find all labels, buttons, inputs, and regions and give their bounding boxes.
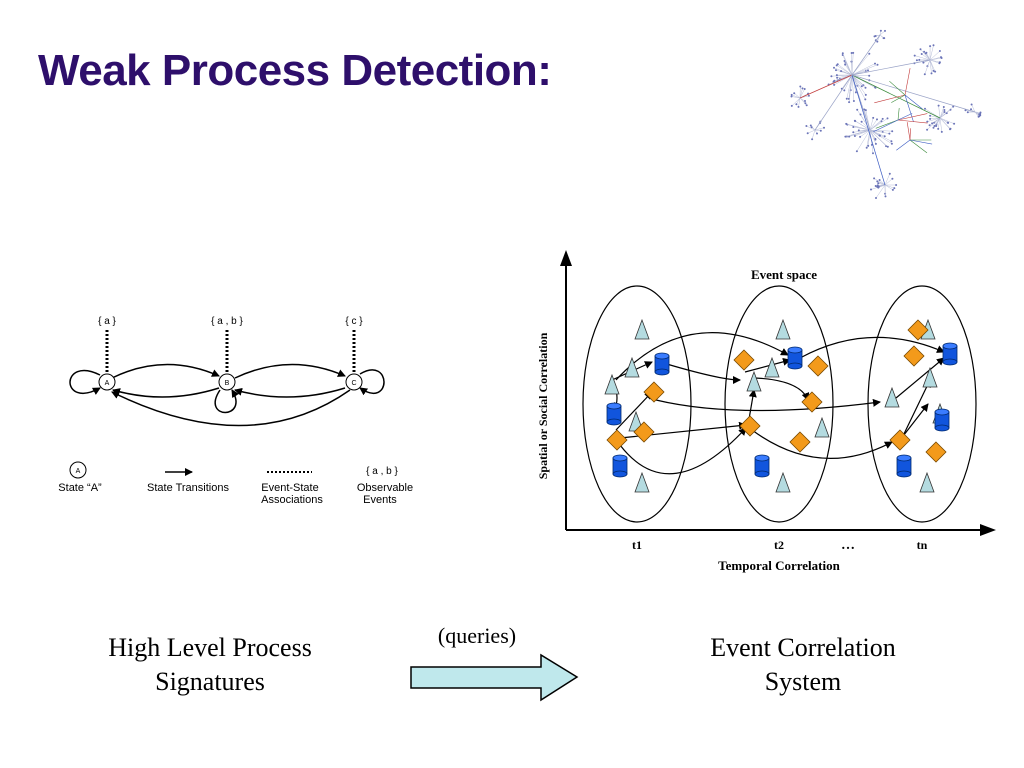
state-c-label: C bbox=[351, 380, 356, 387]
correlation-line-1: Event Correlation bbox=[710, 633, 896, 662]
cylinder-event-icon bbox=[612, 454, 628, 478]
cylinder-event-icon bbox=[654, 352, 670, 376]
legend-events-symbol: { a , b } bbox=[366, 466, 398, 477]
triangle-event-icon bbox=[634, 471, 650, 493]
legend-state-label: State “A” bbox=[58, 482, 102, 494]
state-b-label: B bbox=[225, 380, 230, 387]
page-title: Weak Process Detection: bbox=[38, 46, 552, 95]
diamond-event-icon bbox=[807, 355, 829, 377]
event-markers bbox=[604, 318, 958, 493]
legend-associations-label-2: Associations bbox=[261, 494, 323, 506]
cylinder-event-icon bbox=[606, 402, 622, 426]
diamond-event-icon bbox=[889, 429, 911, 451]
event-space-diagram bbox=[560, 250, 996, 536]
signatures-line-2: Signatures bbox=[155, 667, 265, 696]
event-space-title: Event space bbox=[751, 267, 817, 282]
diamond-event-icon bbox=[633, 421, 655, 443]
diamond-event-icon bbox=[903, 345, 925, 367]
legend-state-symbol: A bbox=[76, 468, 81, 475]
triangle-event-icon bbox=[919, 471, 935, 493]
diamond-event-icon bbox=[907, 319, 929, 341]
legend-events-label-1: Observable bbox=[357, 482, 413, 494]
triangle-event-icon bbox=[634, 318, 650, 340]
triangle-event-icon bbox=[814, 416, 830, 438]
triangle-event-icon bbox=[746, 370, 762, 392]
diamond-event-icon bbox=[739, 415, 761, 437]
y-axis-label: Spatial or Social Correlation bbox=[536, 332, 550, 479]
legend-events-label-2: Events bbox=[363, 494, 397, 506]
time-label-ellipsis: … bbox=[841, 538, 855, 553]
state-a-label: A bbox=[105, 380, 110, 387]
diamond-event-icon bbox=[789, 431, 811, 453]
diamond-event-icon bbox=[733, 349, 755, 371]
signatures-line-1: High Level Process bbox=[108, 633, 312, 662]
queries-arrow-icon bbox=[410, 653, 579, 702]
cylinder-event-icon bbox=[896, 454, 912, 478]
queries-label: (queries) bbox=[438, 623, 516, 648]
event-set-a: { a } bbox=[98, 316, 116, 327]
triangle-event-icon bbox=[775, 318, 791, 340]
network-graph-icon bbox=[790, 29, 982, 199]
time-label-tn: tn bbox=[917, 538, 928, 552]
legend-transitions-label: State Transitions bbox=[147, 482, 229, 494]
state-diagram bbox=[69, 330, 385, 479]
time-label-t1: t1 bbox=[632, 538, 642, 552]
cylinder-event-icon bbox=[787, 346, 803, 370]
cylinder-event-icon bbox=[934, 408, 950, 432]
diamond-event-icon bbox=[643, 381, 665, 403]
diamond-event-icon bbox=[801, 391, 823, 413]
triangle-event-icon bbox=[604, 373, 620, 395]
triangle-event-icon bbox=[922, 366, 938, 388]
time-label-t2: t2 bbox=[774, 538, 784, 552]
cylinder-event-icon bbox=[942, 342, 958, 366]
cylinder-event-icon bbox=[754, 454, 770, 478]
x-axis-label: Temporal Correlation bbox=[718, 558, 840, 573]
event-set-c: { c } bbox=[345, 316, 363, 327]
legend-associations-label-1: Event-State bbox=[261, 482, 318, 494]
triangle-event-icon bbox=[764, 356, 780, 378]
event-set-ab: { a , b } bbox=[211, 316, 243, 327]
triangle-event-icon bbox=[884, 386, 900, 408]
correlation-line-2: System bbox=[765, 667, 842, 696]
triangle-event-icon bbox=[624, 356, 640, 378]
diamond-event-icon bbox=[925, 441, 947, 463]
diamond-event-icon bbox=[606, 429, 628, 451]
triangle-event-icon bbox=[775, 471, 791, 493]
